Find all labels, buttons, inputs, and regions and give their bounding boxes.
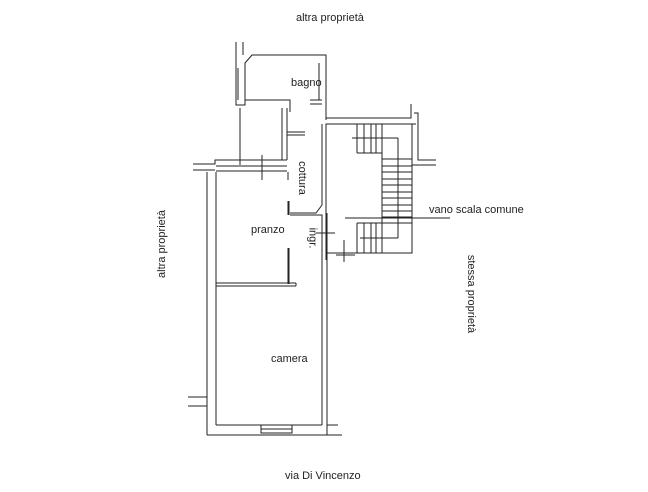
room-label-cottura: cottura bbox=[295, 161, 308, 195]
apartment-walls bbox=[188, 42, 342, 436]
label-street: via Di Vincenzo bbox=[285, 470, 361, 482]
room-label-bagno: bagno bbox=[291, 77, 322, 89]
label-top-neighbor: altra proprietà bbox=[296, 12, 364, 24]
stairwell bbox=[325, 104, 450, 262]
room-label-camera: camera bbox=[271, 353, 308, 365]
label-left-neighbor: altra proprietà bbox=[155, 210, 168, 278]
label-stairwell: vano scala comune bbox=[429, 204, 524, 216]
label-right-same-property: stessa proprietà bbox=[465, 254, 478, 334]
room-label-ingresso: ingr. bbox=[306, 227, 319, 249]
room-label-pranzo: pranzo bbox=[251, 224, 285, 236]
